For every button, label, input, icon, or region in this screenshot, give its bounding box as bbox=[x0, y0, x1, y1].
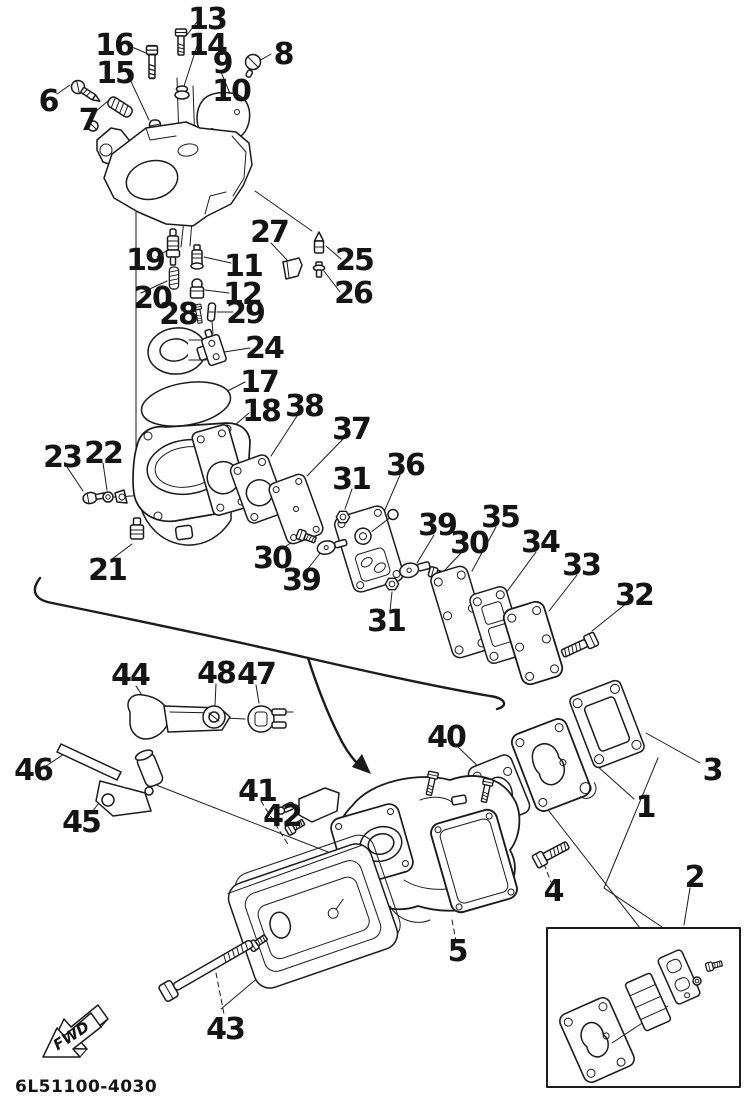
callout-32: 32 bbox=[615, 578, 653, 613]
callout-6: 6 bbox=[39, 84, 59, 119]
callout-layer: 1234567891011121314151617181920212223242… bbox=[14, 2, 723, 1047]
callout-12: 12 bbox=[223, 277, 261, 312]
reed-screw bbox=[704, 958, 724, 973]
callout-11: 11 bbox=[224, 249, 262, 284]
float-ring-24 bbox=[147, 327, 227, 375]
spacer-1 bbox=[510, 718, 597, 812]
callout-24: 24 bbox=[245, 331, 284, 366]
callout-3: 3 bbox=[703, 753, 722, 788]
callout-2: 2 bbox=[685, 860, 704, 895]
washer-22 bbox=[102, 491, 114, 503]
callout-26: 26 bbox=[334, 276, 373, 311]
pump-body-36 bbox=[333, 505, 405, 593]
needle-25 bbox=[313, 231, 325, 254]
fwd-arrow: FWD bbox=[42, 1004, 109, 1058]
callout-10: 10 bbox=[212, 74, 251, 109]
choke-lever-45 bbox=[95, 749, 164, 817]
callout-36: 36 bbox=[386, 448, 425, 483]
callout-46: 46 bbox=[14, 753, 53, 788]
callout-45: 45 bbox=[62, 805, 100, 840]
main-jet-11 bbox=[190, 244, 204, 270]
link-rod-46 bbox=[56, 743, 122, 781]
part-code: 6L51100-4030 bbox=[15, 1077, 157, 1097]
callout-39: 39 bbox=[418, 508, 456, 543]
arrowhead-icon bbox=[352, 754, 371, 774]
callout-43: 43 bbox=[206, 1012, 244, 1047]
callout-8: 8 bbox=[274, 37, 294, 72]
check-valve-39a bbox=[316, 538, 348, 555]
pump-cover-33 bbox=[502, 600, 564, 686]
bolt-4 bbox=[531, 837, 572, 870]
bushing-47 bbox=[247, 705, 294, 733]
screw-16 bbox=[145, 44, 159, 80]
bolt-43 bbox=[158, 939, 254, 1002]
callout-28: 28 bbox=[159, 297, 198, 332]
callout-13: 13 bbox=[188, 2, 226, 37]
callout-30: 30 bbox=[450, 526, 489, 561]
pin-29 bbox=[206, 302, 217, 322]
washer-14 bbox=[174, 85, 190, 100]
callout-48: 48 bbox=[197, 656, 236, 691]
callout-7: 7 bbox=[79, 103, 98, 138]
callout-38: 38 bbox=[285, 389, 324, 424]
callout-9: 9 bbox=[213, 46, 232, 81]
callout-25: 25 bbox=[335, 243, 373, 278]
float-bowl-18 bbox=[114, 422, 251, 546]
divider-curve bbox=[33, 576, 506, 774]
silencer-cover-41 bbox=[227, 834, 401, 989]
callout-29: 29 bbox=[226, 296, 264, 331]
bracket-27 bbox=[282, 257, 303, 280]
callout-47: 47 bbox=[237, 657, 275, 692]
callout-22: 22 bbox=[84, 436, 122, 471]
callout-33: 33 bbox=[562, 548, 600, 583]
callout-16: 16 bbox=[95, 28, 134, 63]
callout-23: 23 bbox=[43, 440, 81, 475]
callout-30: 30 bbox=[253, 541, 292, 576]
callout-41: 41 bbox=[238, 774, 276, 809]
callout-31: 31 bbox=[332, 462, 370, 497]
screw-8 bbox=[244, 53, 262, 78]
callout-34: 34 bbox=[521, 525, 560, 560]
plug-12 bbox=[189, 278, 205, 299]
detail-box-2 bbox=[546, 927, 741, 1088]
screw-13 bbox=[174, 28, 188, 56]
screw-6 bbox=[70, 79, 101, 102]
callout-17: 17 bbox=[240, 365, 278, 400]
nut-31b bbox=[384, 577, 400, 591]
reed-stopper bbox=[657, 949, 701, 1005]
valve-seat-26 bbox=[312, 261, 326, 278]
reed-plate bbox=[624, 972, 672, 1032]
callout-20: 20 bbox=[133, 281, 172, 316]
callout-44: 44 bbox=[111, 658, 150, 693]
callout-14: 14 bbox=[188, 28, 227, 63]
callout-21: 21 bbox=[88, 553, 126, 588]
pump-diaphragm-37 bbox=[268, 473, 324, 545]
callout-1: 1 bbox=[636, 790, 655, 825]
callout-31: 31 bbox=[367, 604, 405, 639]
callout-18: 18 bbox=[242, 394, 281, 429]
spring-7 bbox=[105, 94, 135, 120]
drain-screw-21 bbox=[129, 517, 145, 540]
bolt-32 bbox=[558, 631, 600, 661]
callout-15: 15 bbox=[96, 56, 134, 91]
callout-4: 4 bbox=[544, 874, 564, 909]
callout-40: 40 bbox=[427, 720, 466, 755]
needle-valve-19 bbox=[165, 228, 181, 266]
nut-31a bbox=[335, 510, 351, 524]
callout-19: 19 bbox=[126, 243, 164, 278]
callout-27: 27 bbox=[250, 215, 288, 250]
callout-39: 39 bbox=[282, 563, 320, 598]
check-valve-39b bbox=[399, 561, 431, 579]
washer-48 bbox=[202, 705, 226, 729]
reed-gasket-3 bbox=[569, 679, 645, 769]
callout-5: 5 bbox=[448, 934, 467, 969]
callout-42: 42 bbox=[263, 799, 301, 834]
callout-35: 35 bbox=[481, 500, 519, 535]
callout-37: 37 bbox=[332, 412, 370, 447]
carburetor-body-top bbox=[87, 120, 253, 227]
